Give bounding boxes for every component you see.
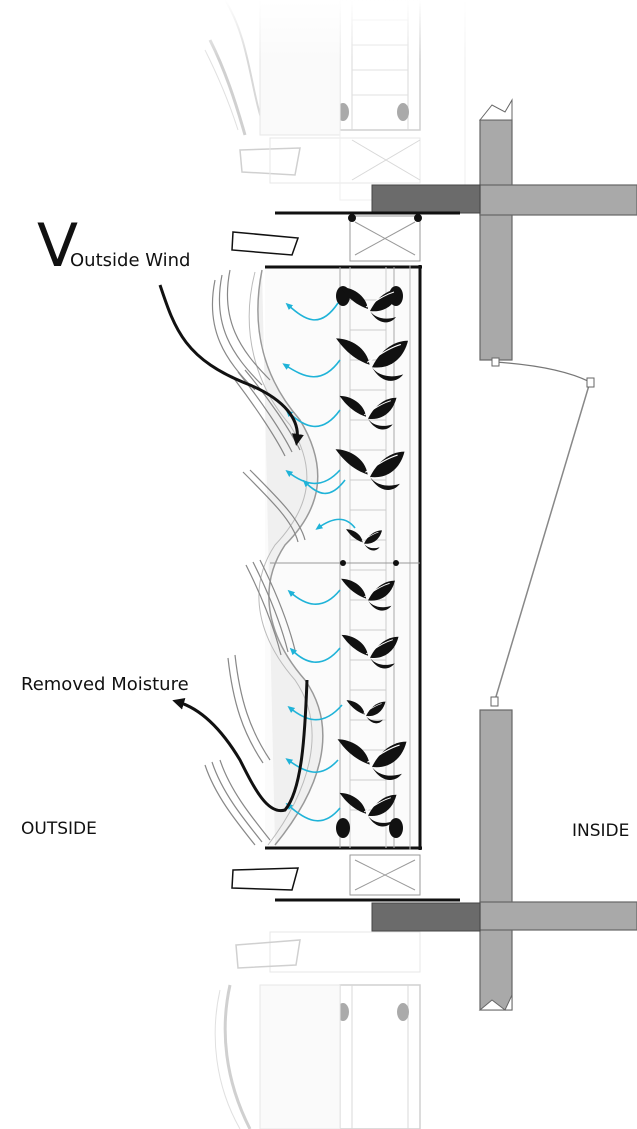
leaf-icon bbox=[346, 529, 382, 551]
bottom-fade bbox=[200, 1070, 480, 1129]
air-arrow-icon bbox=[315, 518, 356, 530]
leaf-icon bbox=[340, 287, 400, 323]
air-arrow-icon bbox=[287, 589, 341, 605]
inside-label: INSIDE bbox=[572, 821, 630, 841]
airflow-group bbox=[282, 302, 356, 822]
leaf-icon bbox=[337, 739, 407, 781]
removed-moisture-label: Removed Moisture bbox=[21, 674, 189, 695]
leaf-icon bbox=[341, 578, 395, 611]
removed-moisture-arrow bbox=[172, 679, 309, 813]
building-structure bbox=[371, 98, 637, 1011]
plant-group bbox=[335, 287, 408, 827]
outside-wind-label: Outside Wind bbox=[70, 250, 191, 271]
leaf-icon bbox=[335, 449, 405, 491]
leaf-icon bbox=[346, 700, 386, 724]
air-arrow-icon bbox=[285, 802, 341, 822]
leaf-icon bbox=[339, 792, 397, 827]
outside-wind-arrow bbox=[158, 284, 304, 446]
air-arrow-icon bbox=[285, 469, 341, 485]
top-fade bbox=[200, 0, 480, 60]
air-arrow-icon bbox=[285, 302, 339, 321]
air-arrow-icon bbox=[282, 359, 341, 378]
air-arrow-icon bbox=[287, 704, 343, 721]
air-arrow-icon bbox=[289, 647, 341, 663]
main-facade-module bbox=[204, 211, 460, 902]
air-arrow-icon bbox=[302, 479, 346, 495]
leaf-icon bbox=[336, 338, 408, 381]
lower-faded-module bbox=[214, 931, 421, 1129]
outside-label: OUTSIDE bbox=[21, 819, 97, 839]
air-arrow-icon bbox=[285, 758, 339, 773]
leaf-icon bbox=[341, 634, 399, 669]
leaf-icon bbox=[339, 395, 397, 430]
wind-velocity-symbol: V bbox=[37, 211, 78, 281]
